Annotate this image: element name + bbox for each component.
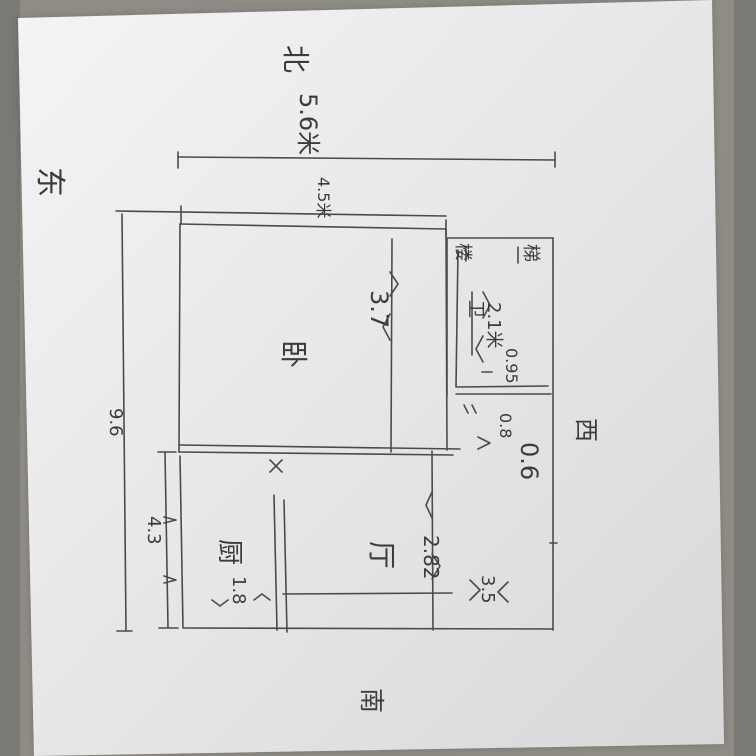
right-surface-shadow (734, 0, 756, 756)
bedroom-bottom-wall-inner (178, 451, 454, 456)
bedroom-left-wall (178, 223, 181, 453)
left-segment-arrow-bottom (163, 575, 177, 584)
living-lower-line (282, 592, 453, 595)
corner-mark-1: 楼 (452, 243, 473, 261)
vertical-tick-2 (471, 404, 477, 414)
living-left-wall (179, 455, 184, 629)
living-dim-arrow-bottom (431, 553, 441, 580)
living-dim-arrow-top (425, 491, 433, 519)
living-right-wall (431, 450, 434, 631)
top-segment-line (115, 210, 447, 217)
bottom-wall (183, 627, 554, 630)
bedroom-dim-arrow-bottom (382, 313, 391, 341)
bedroom-label: 卧 (277, 340, 310, 368)
south-label: 南 (357, 688, 386, 713)
living-dim-label: 2.82 (419, 535, 443, 580)
small-dim-label-1: 0.8 (496, 413, 515, 438)
east-label: 东 (32, 167, 67, 197)
kitchen-label: 厨 (214, 539, 244, 565)
bottom-dim-arrow-left (469, 579, 481, 601)
door-mark-right (269, 459, 283, 473)
bottom-dim-arrow-right (497, 581, 509, 603)
left-segment-arrow-top (163, 516, 177, 524)
bedroom-dim-arrow-top (389, 271, 399, 297)
bedroom-bottom-wall-outer (178, 444, 461, 450)
kitchen-right-wall-inner (283, 499, 288, 633)
kitchen-dim-arrow-left (211, 599, 229, 607)
bath-dim-label: 2.1米 (483, 302, 504, 349)
bath-width-label: 0.95 (502, 348, 521, 384)
kitchen-right-wall (273, 494, 278, 631)
corner-mark-2: 梯 (520, 244, 541, 262)
living-label: 厅 (365, 541, 398, 569)
bedroom-inner-wall (390, 238, 393, 453)
kitchen-dim-arrow-right (253, 593, 271, 601)
bath-label: 卫 (465, 300, 486, 318)
bedroom-dim-label: 3.7 (365, 290, 393, 328)
kitchen-dim-label: 1.8 (228, 576, 249, 605)
top-total-line (177, 156, 556, 161)
vertical-tick-1 (463, 404, 469, 414)
north-label: 北 (279, 45, 312, 73)
bath-dim-arrow-bottom (475, 335, 484, 363)
top-total-label: 5.6米 (294, 93, 322, 155)
left-total-line (121, 213, 127, 632)
left-surface-shadow (0, 0, 20, 756)
left-segment-label: 4.3 (143, 516, 164, 545)
bath-dim-arrow-top (482, 291, 491, 319)
west-label: 西 (572, 418, 600, 442)
small-dim-label-2: 0.6 (515, 442, 543, 480)
left-total-label: 9.6 (105, 408, 126, 437)
bath-inner-outline (455, 249, 549, 388)
small-dim-arrow (477, 436, 491, 450)
top-segment-label: 4.5米 (314, 177, 333, 218)
left-segment-line (164, 451, 169, 629)
paper-sheet (18, 0, 724, 756)
bedroom-top-wall (179, 223, 447, 230)
bottom-dim-label: 3.5 (477, 575, 498, 604)
